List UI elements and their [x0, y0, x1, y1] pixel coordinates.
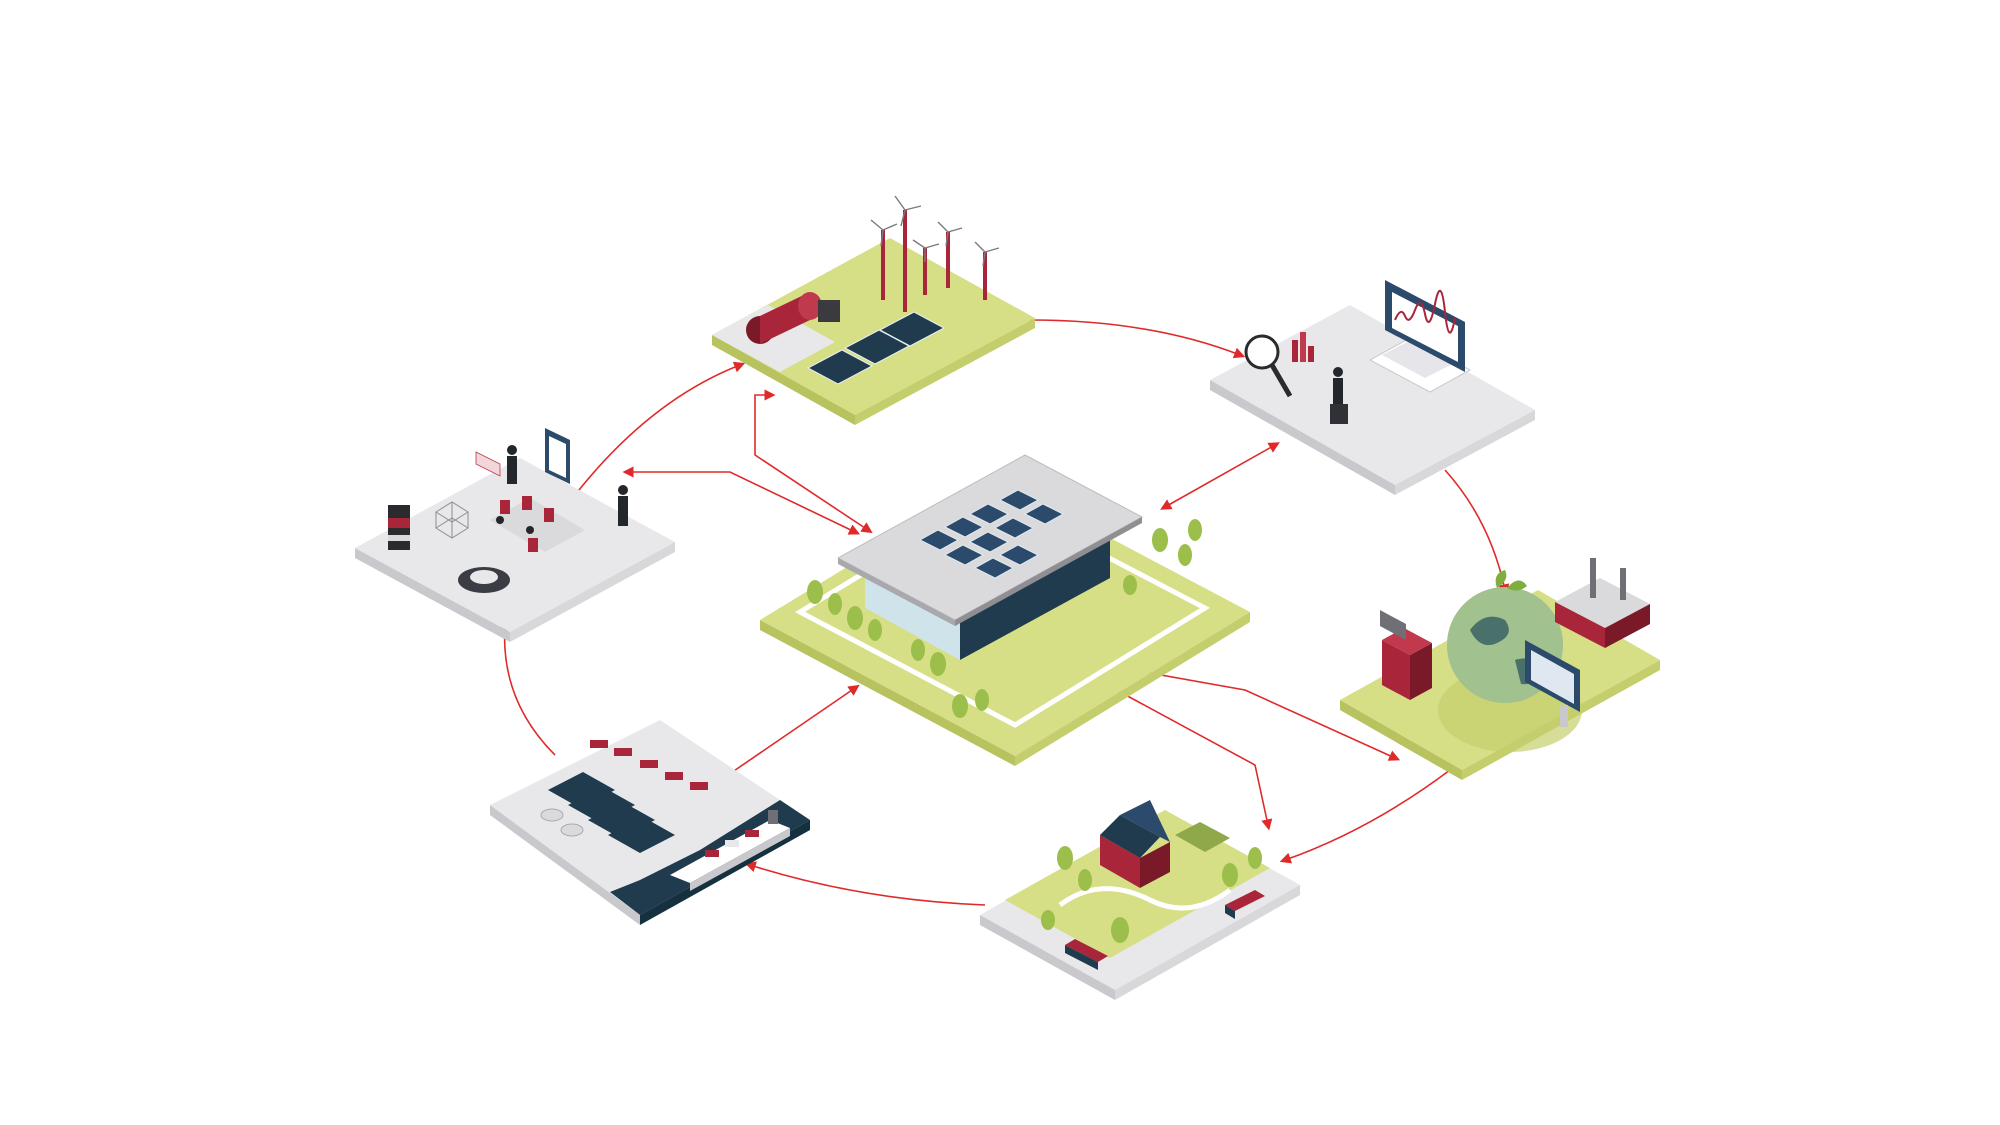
magnifier-icon: [1244, 332, 1314, 398]
factory-icon: [1555, 558, 1650, 648]
spoke-residential: [1093, 677, 1273, 831]
residential-node[interactable]: [980, 800, 1300, 1000]
laptop-chart-icon: [1368, 280, 1472, 393]
silo-icon: [540, 808, 584, 837]
gear-icon: [458, 567, 510, 593]
office-collaboration-node[interactable]: [355, 428, 675, 642]
arrow-office-to-energy: [574, 361, 746, 496]
server-stack-icon: [388, 505, 410, 550]
warehouse-icon: [548, 772, 675, 853]
cycle-connectors: [499, 319, 1510, 906]
cargo-ship-icon: [670, 810, 790, 891]
tablet-icon: [545, 428, 570, 484]
arrow-residential-to-port: [744, 861, 986, 906]
solar-roof-building-icon: [918, 489, 1065, 579]
display-screen-icon: [475, 451, 501, 477]
trees: [1041, 846, 1262, 943]
wireframe-cube-icon: [435, 501, 469, 539]
house-icon: [1100, 800, 1230, 888]
trees: [807, 519, 1202, 718]
arrow-energy-to-analytics: [1029, 319, 1246, 359]
arrow-port-to-office: [499, 619, 556, 756]
analyst-figure: [1330, 367, 1348, 424]
spoke-office: [622, 466, 861, 535]
meeting-table-icon: [490, 496, 585, 552]
recycle-bin-icon: [1380, 610, 1432, 700]
team-figures: [496, 445, 628, 534]
arrow-recycling-to-residential: [1279, 769, 1451, 864]
bus-icon: [1065, 890, 1265, 970]
gas-tank-icon: [746, 292, 840, 344]
data-analytics-node[interactable]: [1210, 280, 1535, 495]
monitor-icon: [1525, 640, 1580, 727]
spoke-analytics: [1160, 442, 1280, 510]
recycling-node[interactable]: [1340, 558, 1660, 780]
logistics-port-node[interactable]: [490, 720, 810, 925]
solar-panel-icon: [806, 311, 946, 385]
renewable-energy-node[interactable]: [712, 195, 1035, 425]
containers: [590, 740, 708, 790]
central-building-node[interactable]: [760, 454, 1250, 766]
spoke-port: [723, 684, 860, 779]
arrow-analytics-to-recycling: [1444, 469, 1510, 596]
